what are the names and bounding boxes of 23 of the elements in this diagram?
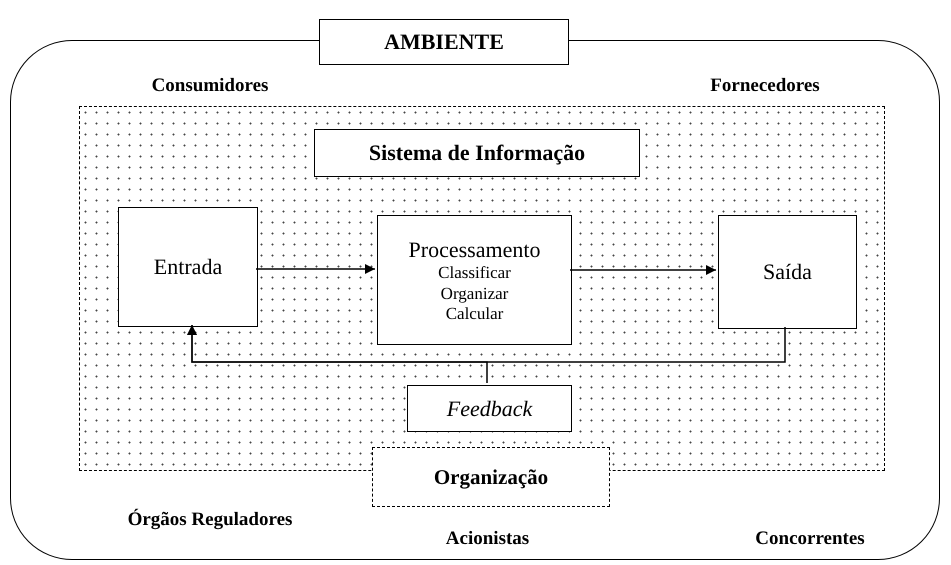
arrow xyxy=(256,264,375,274)
process-box xyxy=(118,207,258,327)
feedback-box xyxy=(407,385,572,432)
process-box xyxy=(718,215,857,329)
arrow xyxy=(187,325,488,383)
step-label: Organizar xyxy=(440,284,508,304)
stakeholder-label: Concorrentes xyxy=(754,527,866,551)
arrow xyxy=(570,265,716,275)
system-title: Sistema de Informação xyxy=(368,139,586,167)
box-title: Saída xyxy=(763,258,812,286)
environment-heading: AMBIENTE xyxy=(319,19,569,65)
box-title: Processamento xyxy=(408,236,540,264)
process-box xyxy=(377,215,572,345)
stakeholder-label: Consumidores xyxy=(150,74,270,98)
stakeholder-label: Órgãos Reguladores xyxy=(126,508,294,532)
stakeholder-label: Fornecedores xyxy=(709,74,821,98)
box-title: Feedback xyxy=(446,394,532,422)
box-title: Entrada xyxy=(154,253,222,281)
organization-label: Organização xyxy=(372,447,610,507)
step-label: Calcular xyxy=(446,304,504,324)
stakeholder-label: Acionistas xyxy=(444,527,530,551)
system-title-box xyxy=(314,129,640,177)
step-label: Classificar xyxy=(438,263,511,284)
